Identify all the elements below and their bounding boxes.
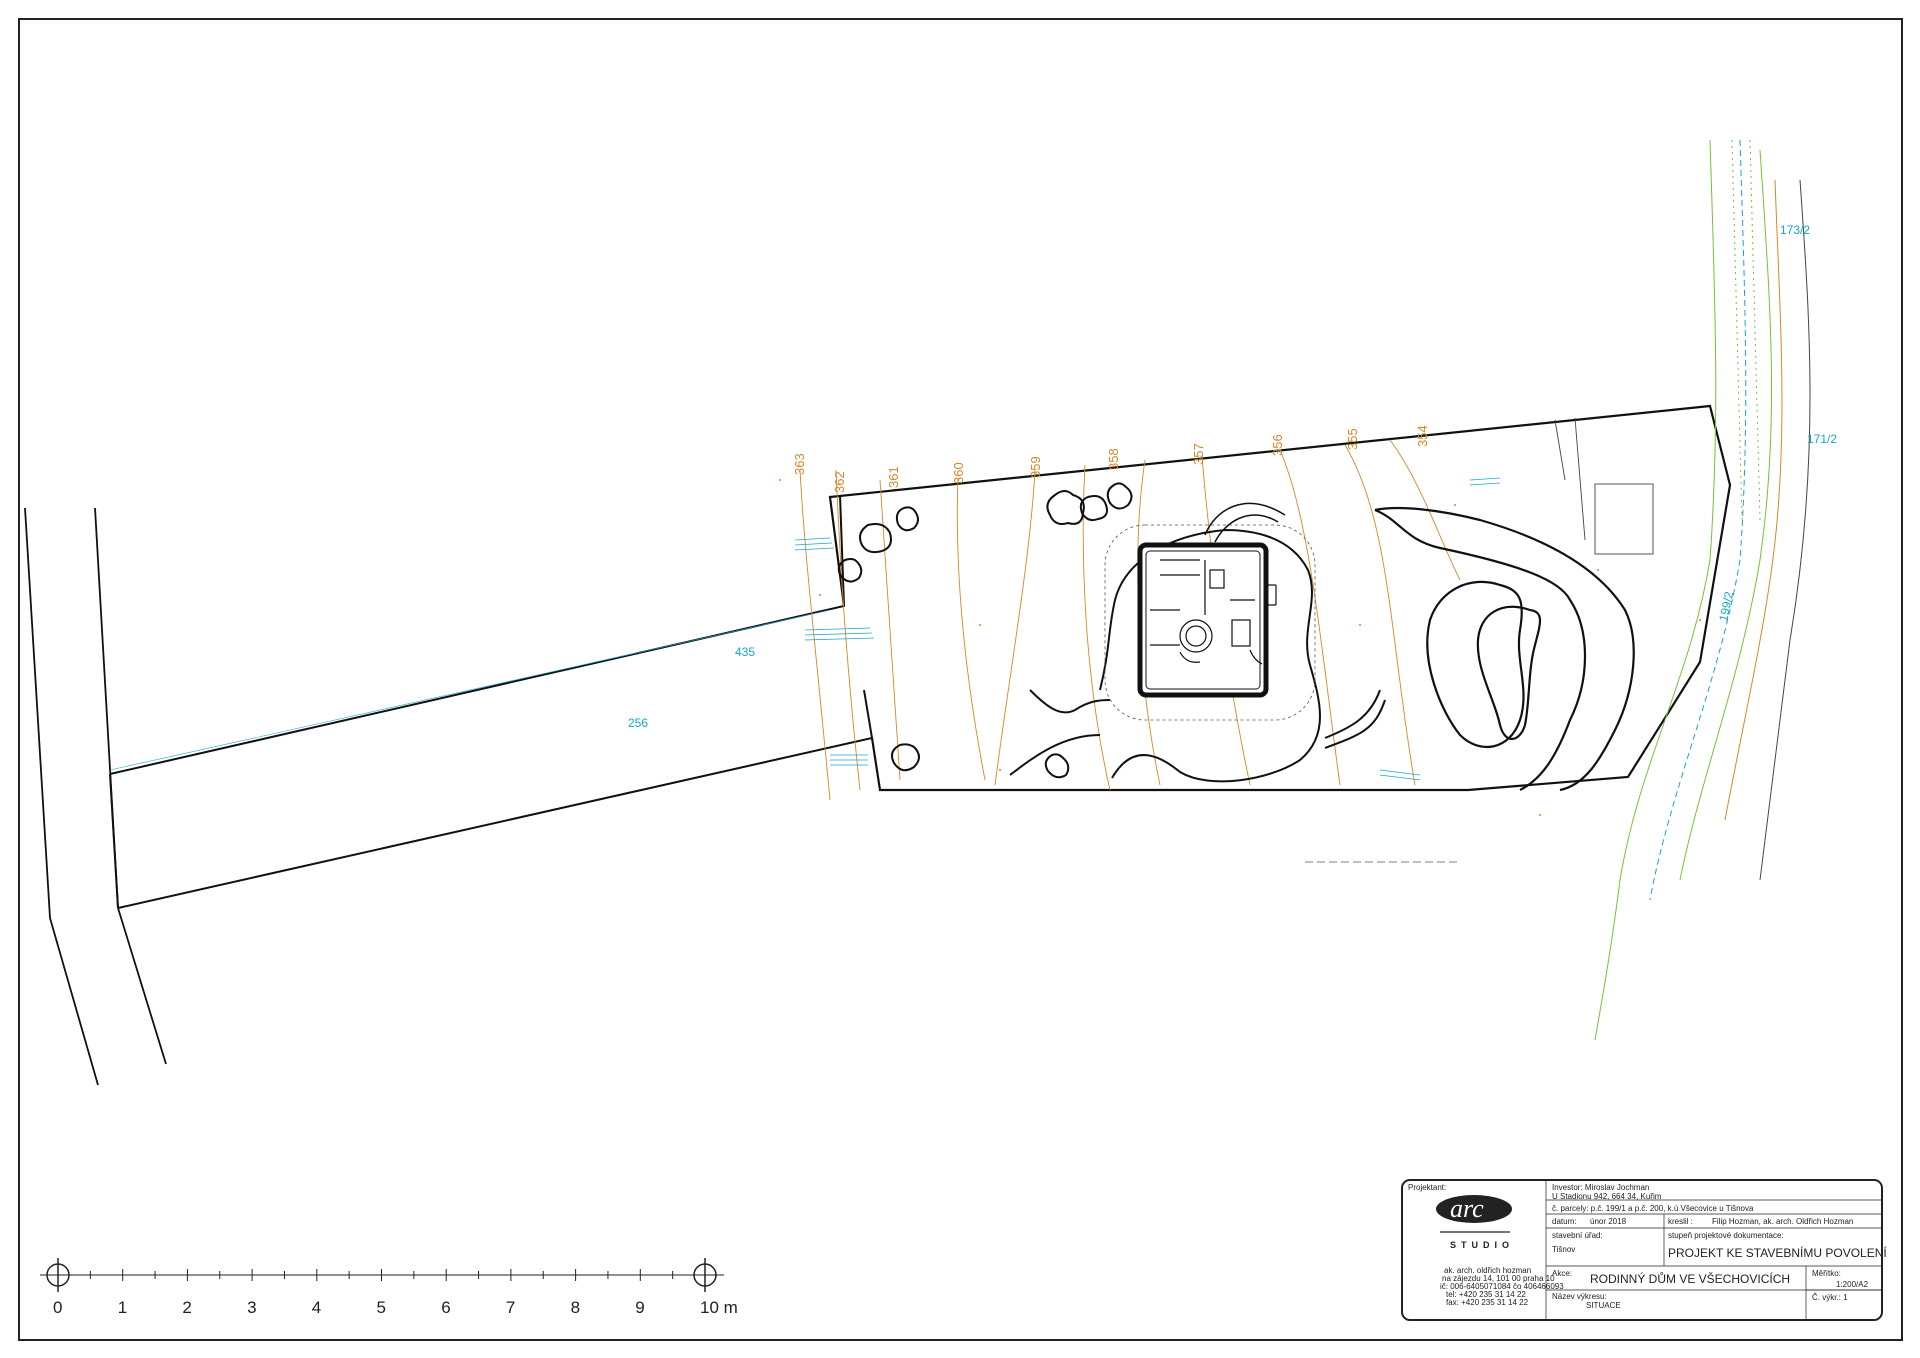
scale-tick-label: 0	[53, 1298, 62, 1317]
scale-tick-label: 2	[182, 1298, 191, 1317]
tree-icon	[895, 506, 919, 532]
tree-icon	[891, 743, 920, 772]
parcel-number: č. parcely: p.č. 199/1 a p.č. 200, k.ú V…	[1552, 1204, 1754, 1213]
stage-label: stupeň projektové dokumentace:	[1668, 1231, 1784, 1240]
neighbour-buildings	[1554, 417, 1654, 555]
tree-icon	[1046, 490, 1085, 525]
arc-logo-text: arc	[1450, 1194, 1484, 1223]
parcel-label-east: 171/2	[1807, 432, 1837, 446]
contour-label: 358	[1106, 448, 1121, 470]
cadastre-line	[109, 609, 831, 771]
tree-icon	[837, 558, 863, 583]
spot-elevations	[779, 479, 1701, 816]
access-road	[24, 507, 167, 1086]
building-office-label: stavební úřad:	[1552, 1231, 1603, 1240]
scale-tick-label: 10 m	[700, 1298, 738, 1317]
scale-tick-label: 3	[247, 1298, 256, 1317]
contour-label: 361	[886, 466, 901, 488]
investor: Investor: Miroslav Jochman	[1552, 1183, 1649, 1192]
tree-icon	[1044, 753, 1070, 779]
trees	[837, 482, 1133, 779]
studio-text: STUDIO	[1450, 1240, 1514, 1250]
tree-icon	[1106, 482, 1133, 510]
investor-address: U Stadionu 942, 664 34, Kuřim	[1552, 1192, 1662, 1201]
action-value: RODINNÝ DŮM VE VŠECHOVICÍCH	[1590, 1271, 1790, 1286]
scale-tick-label: 5	[377, 1298, 386, 1317]
designer-label: Projektant:	[1408, 1183, 1446, 1192]
tree-icon	[859, 523, 892, 554]
contour-label: 359	[1028, 456, 1043, 478]
stream	[1594, 139, 1811, 1041]
date-label: datum:	[1552, 1217, 1576, 1226]
drawing-value: SITUACE	[1586, 1301, 1621, 1310]
scale-bar: 0 1 2 3 4 5 6 7 8 9 10 m	[40, 1258, 738, 1317]
entrance-stairs	[1204, 502, 1286, 543]
arc-logo	[1436, 1195, 1512, 1223]
parcel-boundary	[828, 404, 1732, 792]
scale-tick-label: 1	[118, 1298, 127, 1317]
office-lines: ak. arch. oldřich hozman na zájezdu 14, …	[1440, 1266, 1564, 1307]
scale-value: 1:200/A2	[1836, 1280, 1869, 1289]
house-plot-dotted	[1104, 524, 1316, 721]
title-block: Projektant: arc STUDIO ak. arch. oldřich…	[1401, 1179, 1887, 1321]
terrain-outlines	[1009, 528, 1386, 783]
contour-label: 363	[792, 453, 807, 475]
office-line: ak. arch. oldřich hozman	[1444, 1266, 1531, 1275]
contour-label: 362	[832, 471, 847, 493]
scale-label: Měřítko:	[1812, 1269, 1841, 1278]
parcel-label-road: 435	[735, 645, 755, 659]
scale-tick-label: 9	[635, 1298, 644, 1317]
contour-label: 357	[1191, 443, 1206, 465]
sheet-frame	[18, 18, 1903, 1341]
contour-label: 356	[1270, 434, 1285, 456]
parcel-label-strip: 256	[628, 716, 648, 730]
contour-label: 355	[1345, 428, 1360, 450]
drawn-label: kreslil :	[1668, 1217, 1693, 1226]
office-line: na zájezdu 14, 101 00 praha 10	[1442, 1274, 1555, 1283]
contour-label: 354	[1415, 425, 1430, 447]
tree-icon	[1079, 495, 1108, 522]
contour-label: 360	[951, 462, 966, 484]
drawn-by: Filip Hozman, ak. arch. Oldřich Hozman	[1712, 1217, 1853, 1226]
house-footprint	[1137, 542, 1277, 698]
drawing-label: Název výkresu:	[1552, 1292, 1607, 1301]
contour-labels: 363 362 361 360 359 358 357 356 355 354	[792, 425, 1430, 493]
office-line: ič: 006-6405071084 čo 406466093	[1440, 1282, 1564, 1291]
building-office: Tišnov	[1552, 1245, 1575, 1254]
retaining-walls	[794, 477, 1501, 781]
office-line: fax: +420 235 31 14 22	[1446, 1298, 1529, 1307]
scale-tick-label: 4	[312, 1298, 321, 1317]
date-value: únor 2018	[1590, 1217, 1627, 1226]
action-label: Akce:	[1552, 1269, 1572, 1278]
parcel-label-stream: 199/2	[1716, 590, 1736, 623]
scale-tick-label: 8	[571, 1298, 580, 1317]
scale-tick-label: 6	[441, 1298, 450, 1317]
driveway-strip	[109, 494, 874, 909]
sheet-number: Č. výkr.: 1	[1812, 1293, 1848, 1302]
stage-value: PROJEKT KE STAVEBNÍMU POVOLENÍ	[1668, 1245, 1887, 1260]
parcel-label-north: 173/2	[1780, 223, 1810, 237]
scale-tick-label: 7	[506, 1298, 515, 1317]
pond-and-path	[1374, 506, 1635, 792]
office-line: tel: +420 235 31 14 22	[1446, 1290, 1526, 1299]
